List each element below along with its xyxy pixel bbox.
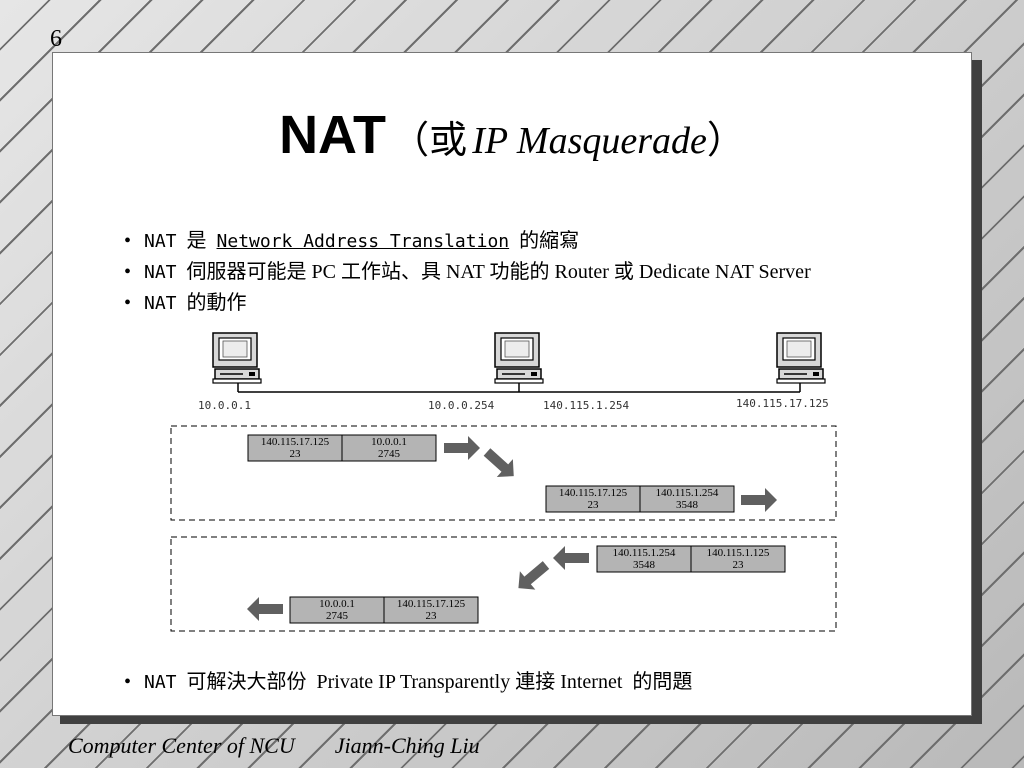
inbound-packet-original: 140.115.1.254 3548 140.115.1.125 23 <box>596 545 786 573</box>
packet-dest-ip: 10.0.0.1 <box>319 598 355 610</box>
bullet-nat: NAT <box>144 231 177 252</box>
arrow-down-left-icon <box>510 555 554 598</box>
arrow-left-icon <box>553 546 589 570</box>
title-close-paren: ） <box>706 118 745 162</box>
footer-org: Computer Center of NCU <box>68 733 295 758</box>
bullet-item: NAT 是 Network Address Translation 的縮寫 <box>120 226 811 257</box>
title-nat: NAT <box>279 105 387 165</box>
bullet-item: NAT 伺服器可能是 PC 工作站、具 NAT 功能的 Router 或 Dedi… <box>120 257 811 288</box>
slide-title: NAT （或 IP Masquerade） <box>0 104 1024 166</box>
outbound-panel <box>170 425 837 521</box>
packet-src-port: 2745 <box>378 448 401 460</box>
bullet-list-bottom: NAT 可解決大部份 Private IP Transparently 連接 In… <box>120 667 692 698</box>
bullet-nat: NAT <box>144 293 177 314</box>
packet-dest-ip: 140.115.17.125 <box>559 487 628 499</box>
bullet-nat: NAT <box>144 672 177 693</box>
packet-src-port: 3548 <box>676 499 699 511</box>
bullet-list: NAT 是 Network Address Translation 的縮寫 NAT 伺服… <box>120 226 811 319</box>
slide-panel <box>52 52 972 716</box>
client-computer-icon <box>212 332 262 384</box>
bullet-nat: NAT <box>144 262 177 283</box>
bullet-item: NAT 的動作 <box>120 288 811 319</box>
packet-src-ip: 140.115.17.125 <box>397 598 466 610</box>
nat-server-computer-icon <box>494 332 544 384</box>
bullet-item: NAT 可解決大部份 Private IP Transparently 連接 In… <box>120 667 692 698</box>
outbound-packet-original: 140.115.17.125 23 10.0.0.1 2745 <box>247 434 437 462</box>
nat-inside-address: 10.0.0.254 <box>428 399 495 412</box>
bullet-text: 可解決大部份 Private IP Transparently 連接 Inter… <box>186 671 693 693</box>
footer-author: Jiann-Ching Liu <box>334 733 480 758</box>
bullet-text: 伺服器可能是 PC 工作站、具 NAT 功能的 Router 或 Dedicat… <box>186 261 811 283</box>
packet-src-port: 23 <box>426 610 438 622</box>
arrow-right-icon <box>741 488 777 512</box>
bullet-text: 的動作 <box>186 292 247 314</box>
packet-dest-port: 23 <box>588 499 600 511</box>
packet-src-ip: 10.0.0.1 <box>371 436 407 448</box>
packet-dest-port: 3548 <box>633 559 656 571</box>
nat-outside-address: 140.115.1.254 <box>543 399 629 412</box>
packet-dest-port: 23 <box>290 448 302 460</box>
inbound-panel <box>170 536 837 632</box>
packet-src-port: 23 <box>733 559 745 571</box>
arrow-right-icon <box>444 436 480 460</box>
arrow-left-icon <box>247 597 283 621</box>
bullet-text: 的縮寫 <box>519 230 580 252</box>
arrow-down-right-icon <box>478 443 522 486</box>
slide-number: 6 <box>50 26 62 52</box>
packet-dest-ip: 140.115.1.254 <box>613 547 676 559</box>
packet-src-ip: 140.115.1.125 <box>707 547 770 559</box>
packet-dest-ip: 140.115.17.125 <box>261 436 330 448</box>
packet-src-ip: 140.115.1.254 <box>656 487 719 499</box>
title-open-paren: （或 <box>391 118 468 162</box>
client-address: 10.0.0.1 <box>198 399 251 412</box>
remote-address: 140.115.17.125 <box>736 397 829 410</box>
footer: Computer Center of NCU Jiann-Ching Liu <box>68 733 480 759</box>
title-ip-masquerade: IP Masquerade <box>472 120 707 162</box>
nat-definition-link[interactable]: Network Address Translation <box>216 231 510 252</box>
packet-dest-port: 2745 <box>326 610 349 622</box>
outbound-packet-translated: 140.115.17.125 23 140.115.1.254 3548 <box>545 485 735 513</box>
inbound-packet-translated: 10.0.0.1 2745 140.115.17.125 23 <box>289 596 479 624</box>
remote-server-computer-icon <box>776 332 826 384</box>
bullet-text: 是 <box>186 230 207 252</box>
